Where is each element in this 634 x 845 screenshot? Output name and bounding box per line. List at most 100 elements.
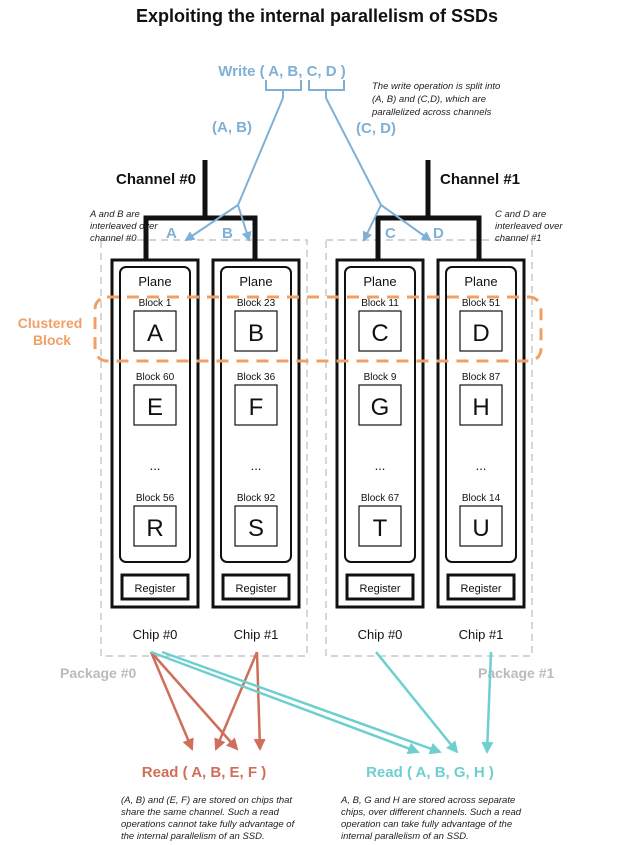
block-box [234, 310, 278, 352]
block-box [133, 384, 177, 426]
block-name: Block 60 [136, 372, 175, 383]
write-arrow-label-d: D [433, 225, 444, 242]
channel-note-1: C and D are interleaved over channel #1 [495, 209, 565, 244]
write-arrow-label-a: A [166, 225, 177, 242]
block-letter: R [146, 515, 163, 542]
block-ellipsis: ... [375, 458, 386, 473]
write-bracket-right [308, 80, 345, 98]
register-box [345, 573, 415, 601]
register-label: Register [360, 583, 401, 595]
write-arrow-d [380, 204, 432, 242]
block-ellipsis: ... [150, 458, 161, 473]
block-letter: D [472, 320, 489, 347]
block-name: Block 23 [237, 298, 276, 309]
block-name: Block 9 [364, 372, 397, 383]
block-box [358, 505, 402, 547]
write-bracket-left [265, 80, 302, 98]
block-box [234, 505, 278, 547]
block-name: Block 14 [462, 493, 501, 504]
block-box [358, 310, 402, 352]
block-letter: H [472, 394, 489, 421]
block-name: Block 92 [237, 493, 276, 504]
read-teal-arrow-1 [150, 650, 420, 755]
block-letter: S [248, 515, 264, 542]
package-box-0 [100, 239, 308, 657]
block-letter: E [147, 394, 163, 421]
read-red-arrow-1 [149, 651, 194, 751]
chip-label: Chip #1 [459, 627, 504, 642]
channel-bus-1 [375, 160, 482, 263]
read-teal-arrow-2 [161, 650, 442, 755]
plane-outline [445, 266, 517, 563]
read-red-arrow-2 [150, 651, 239, 751]
diagram-title: Exploiting the internal parallelism of S… [136, 6, 498, 26]
block-letter: C [371, 320, 388, 347]
register-box [221, 573, 291, 601]
block-name: Block 56 [136, 493, 175, 504]
write-arrow-c [362, 204, 382, 242]
write-arrow-label-b: B [222, 225, 233, 242]
chip-label: Chip #1 [234, 627, 279, 642]
plane-outline [119, 266, 191, 563]
package-label-0: Package #0 [60, 665, 136, 681]
block-name: Block 51 [462, 298, 501, 309]
register-label: Register [461, 583, 502, 595]
block-name: Block 11 [361, 298, 399, 309]
channel-label-0: Channel #0 [116, 171, 196, 188]
block-letter: B [248, 320, 264, 347]
register-box [446, 573, 516, 601]
plane-label: Plane [363, 274, 396, 289]
plane-outline [220, 266, 292, 563]
block-box [358, 384, 402, 426]
clustered-block-label: Clustered Block [18, 315, 86, 348]
write-split-label-right: (C, D) [356, 120, 396, 137]
plane-label: Plane [464, 274, 497, 289]
read-note-cross-channel: A, B, G and H are stored across separate… [340, 795, 524, 842]
write-split-line-left [237, 97, 284, 206]
block-box [133, 310, 177, 352]
write-label: Write ( A, B, C, D ) [218, 63, 346, 80]
block-letter: F [249, 394, 264, 421]
clustered-block-outline [93, 295, 543, 363]
block-name: Block 36 [237, 372, 276, 383]
channel-bus-0 [143, 160, 258, 263]
block-box [459, 384, 503, 426]
write-note: The write operation is split into (A, B)… [371, 81, 503, 118]
write-split-label-left: (A, B) [212, 119, 252, 136]
read-note-same-channel: (A, B) and (E, F) are stored on chips th… [121, 795, 297, 842]
block-letter: A [147, 320, 163, 347]
read-label-same-channel: Read ( A, B, E, F ) [142, 764, 266, 781]
block-box [459, 310, 503, 352]
block-letter: U [472, 515, 489, 542]
plane-label: Plane [138, 274, 171, 289]
read-label-cross-channel: Read ( A, B, G, H ) [366, 764, 494, 781]
block-box [133, 505, 177, 547]
read-teal-arrow-3 [375, 651, 459, 754]
register-box [120, 573, 190, 601]
write-split-line-right [325, 97, 382, 206]
block-ellipsis: ... [251, 458, 262, 473]
plane-outline [344, 266, 416, 563]
chip-label: Chip #0 [358, 627, 403, 642]
block-name: Block 67 [361, 493, 400, 504]
register-label: Register [236, 583, 277, 595]
block-box [234, 384, 278, 426]
block-letter: G [371, 394, 390, 421]
read-red-arrow-3 [214, 651, 259, 751]
write-arrow-label-c: C [385, 225, 396, 242]
block-name: Block 1 [139, 298, 172, 309]
write-arrow-b [237, 204, 252, 242]
package-label-1: Package #1 [478, 665, 554, 681]
channel-label-1: Channel #1 [440, 171, 520, 188]
block-box [459, 505, 503, 547]
channel-note-0: A and B are interleaved over channel #0 [89, 209, 160, 244]
chip-label: Chip #0 [133, 627, 178, 642]
read-red-arrow-4 [253, 651, 266, 751]
read-teal-arrow-4 [481, 651, 494, 754]
